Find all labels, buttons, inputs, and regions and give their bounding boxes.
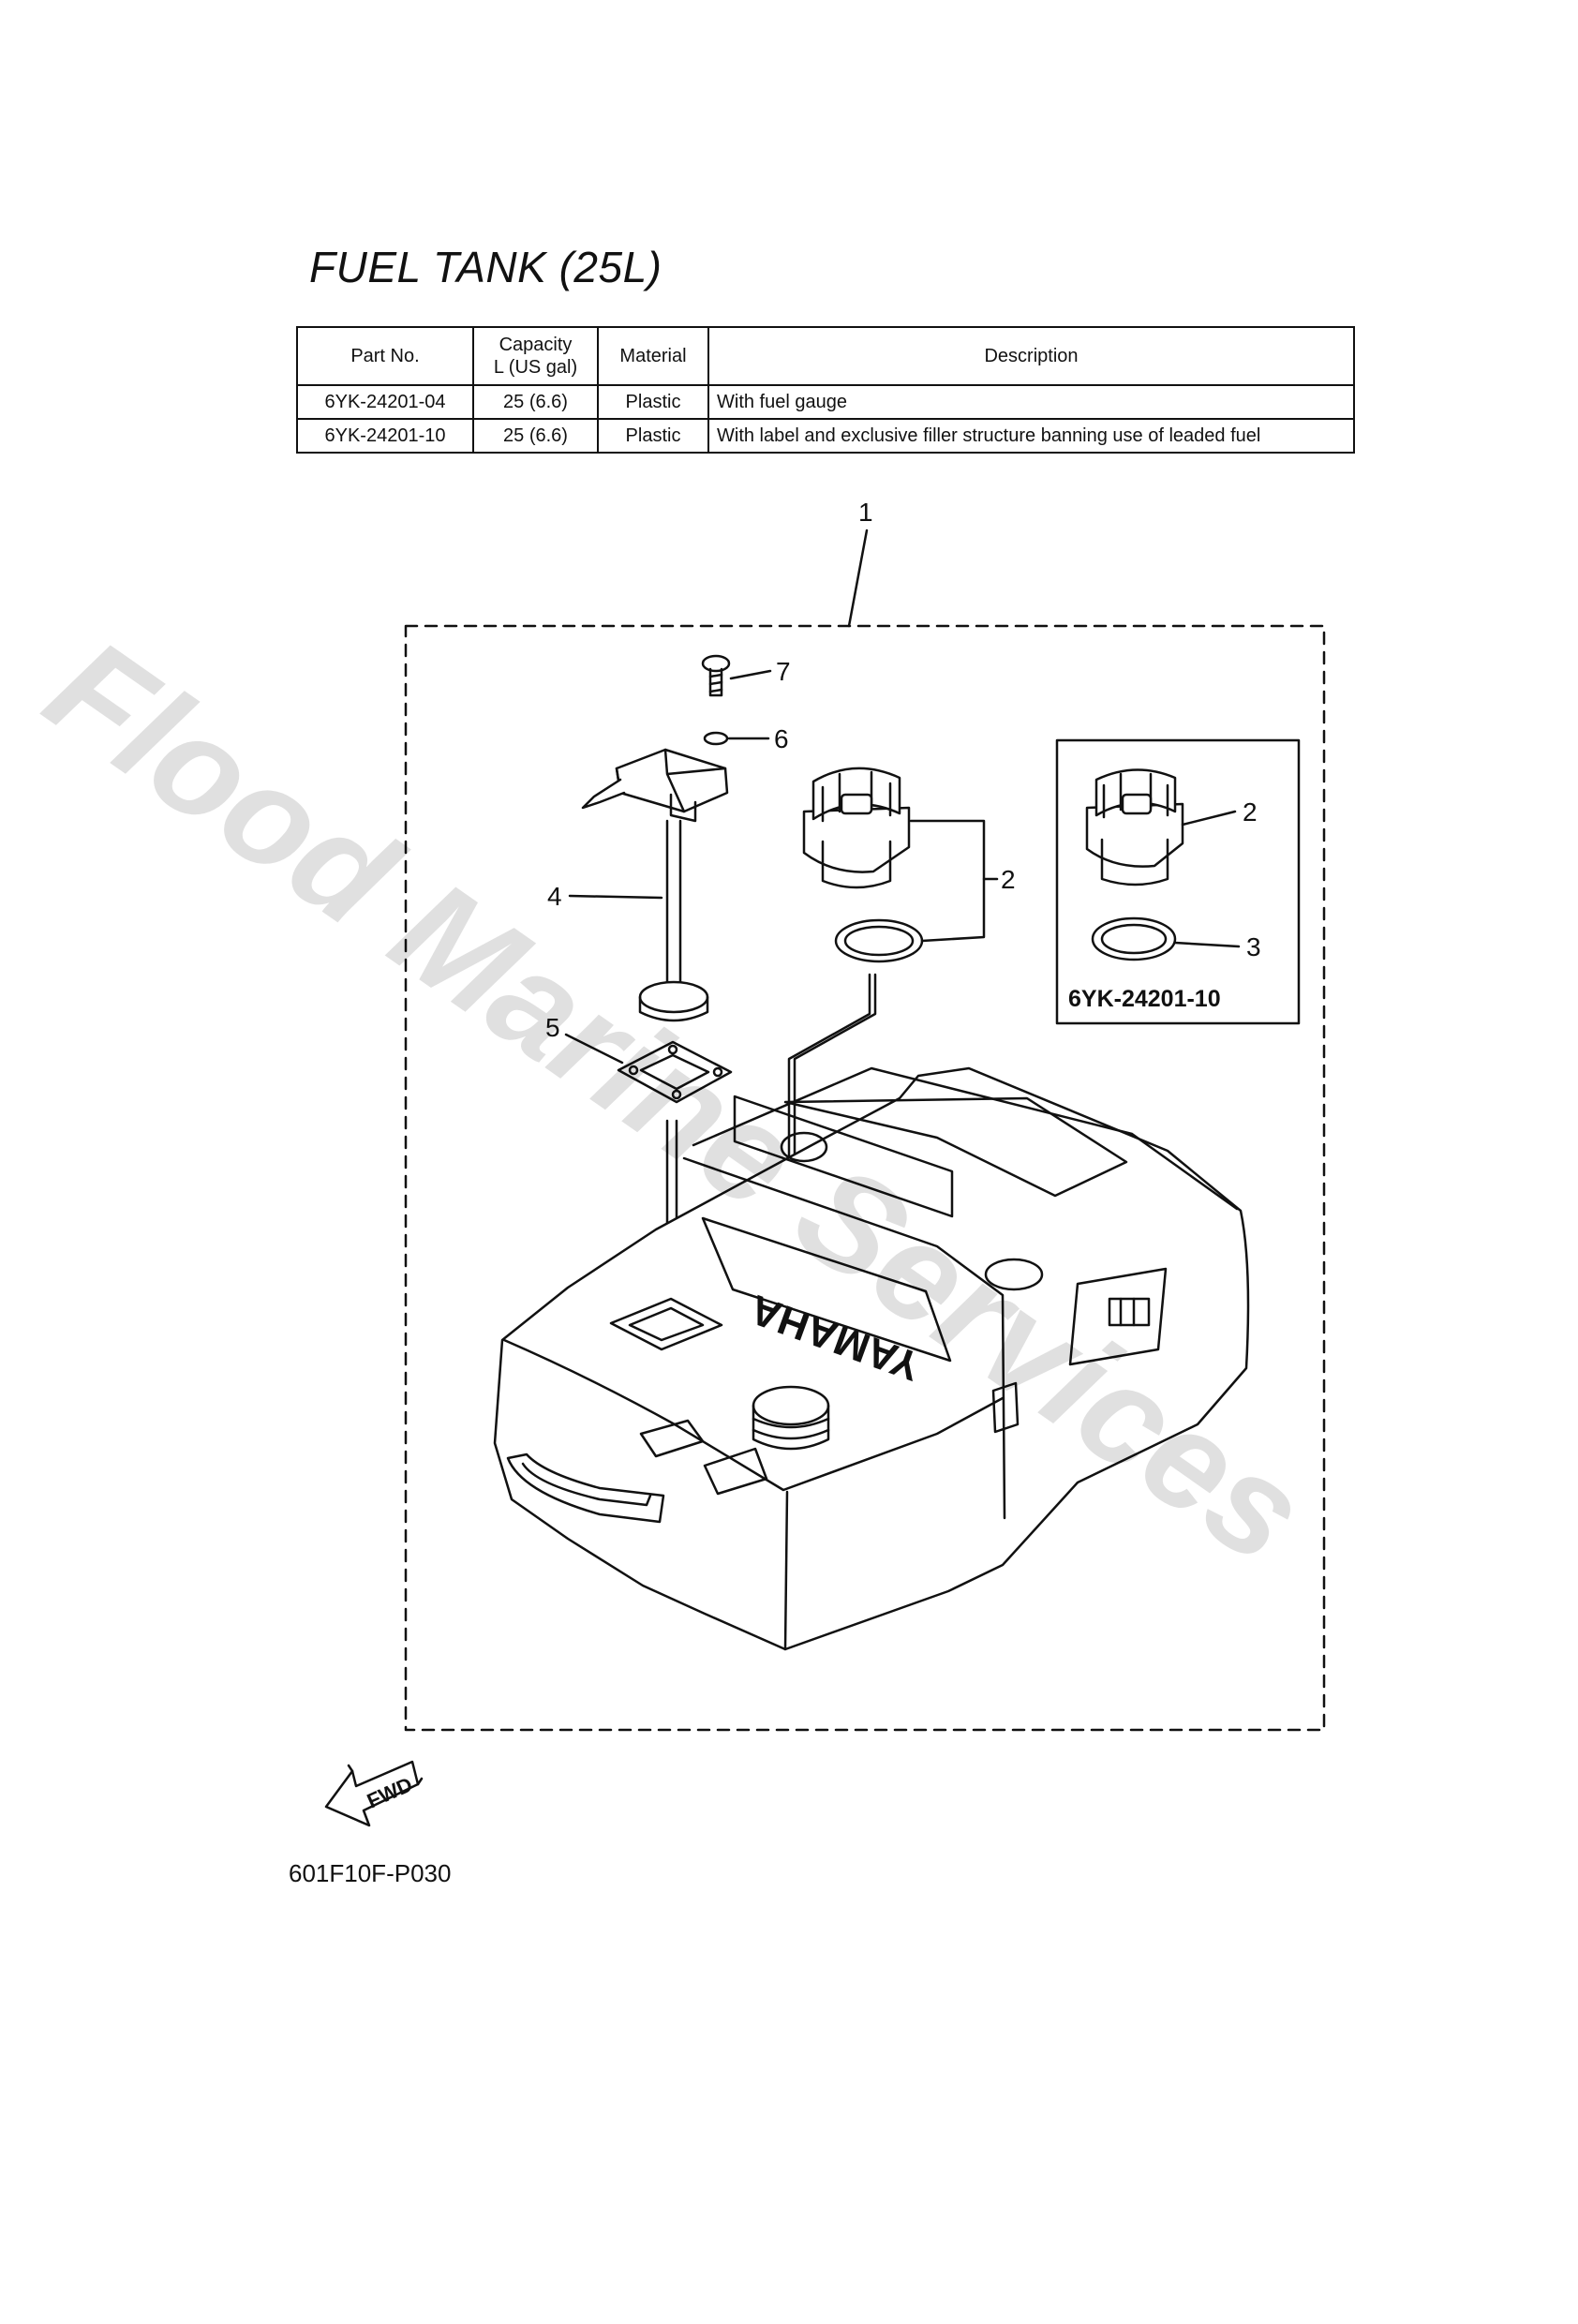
table-row: 6YK-24201-04 25 (6.6) Plastic With fuel …: [296, 384, 1355, 420]
washer: [703, 731, 729, 746]
filler-cap: [802, 767, 911, 889]
callout-line-5: [564, 1033, 624, 1065]
drawing-code: 601F10F-P030: [289, 1859, 452, 1887]
inset-leader-3: [1173, 941, 1241, 948]
inset-callout-2: 2: [1243, 797, 1258, 827]
callout-bracket-2: [909, 819, 986, 943]
cell-part-no: 6YK-24201-10: [296, 418, 474, 454]
cell-material: Plastic: [597, 384, 709, 420]
callout-line-4: [568, 894, 663, 900]
header-part-no: Part No.: [296, 326, 474, 386]
cell-capacity: 25 (6.6): [472, 418, 599, 454]
callout-6: 6: [774, 724, 789, 753]
fuel-tank: YAMAHA: [493, 1066, 1250, 1651]
inset-gasket: [1091, 916, 1177, 961]
screw: [701, 654, 731, 697]
callout-1: 1: [858, 498, 873, 527]
callout-7: 7: [776, 657, 791, 686]
cell-capacity: 25 (6.6): [472, 384, 599, 420]
filler-gasket: [834, 918, 924, 963]
header-material: Material: [597, 326, 709, 386]
table-row: 6YK-24201-10 25 (6.6) Plastic With label…: [296, 418, 1355, 454]
callout-4: 4: [547, 882, 562, 911]
inset-leader-2: [1181, 810, 1237, 827]
callout-5: 5: [545, 1013, 560, 1042]
cell-description: With fuel gauge: [707, 384, 1355, 420]
inset-callout-3: 3: [1246, 932, 1261, 961]
header-description: Description: [707, 326, 1355, 386]
header-capacity: Capacity L (US gal): [472, 326, 599, 386]
fwd-arrow-icon: FWD: [324, 1760, 424, 1827]
fuel-gauge: [581, 748, 729, 1022]
kit-boundary: [404, 624, 1326, 1732]
parts-table: Part No. Capacity L (US gal) Material De…: [296, 326, 1355, 454]
page-title: FUEL TANK (25L): [309, 243, 662, 291]
inset-box: [1055, 738, 1301, 1025]
header-capacity-line1: Capacity: [499, 335, 573, 355]
cell-part-no: 6YK-24201-04: [296, 384, 474, 420]
callout-2: 2: [1001, 865, 1016, 894]
callout-line-1: [847, 529, 869, 628]
callout-line-7: [729, 669, 772, 680]
inset-part-number: 6YK-24201-10: [1068, 986, 1221, 1012]
cell-material: Plastic: [597, 418, 709, 454]
gauge-gasket: [617, 1040, 733, 1104]
cell-description: With label and exclusive filler structur…: [707, 418, 1355, 454]
header-capacity-line2: L (US gal): [493, 357, 578, 378]
inset-filler-cap: [1085, 768, 1184, 886]
table-header-row: Part No. Capacity L (US gal) Material De…: [296, 326, 1355, 386]
